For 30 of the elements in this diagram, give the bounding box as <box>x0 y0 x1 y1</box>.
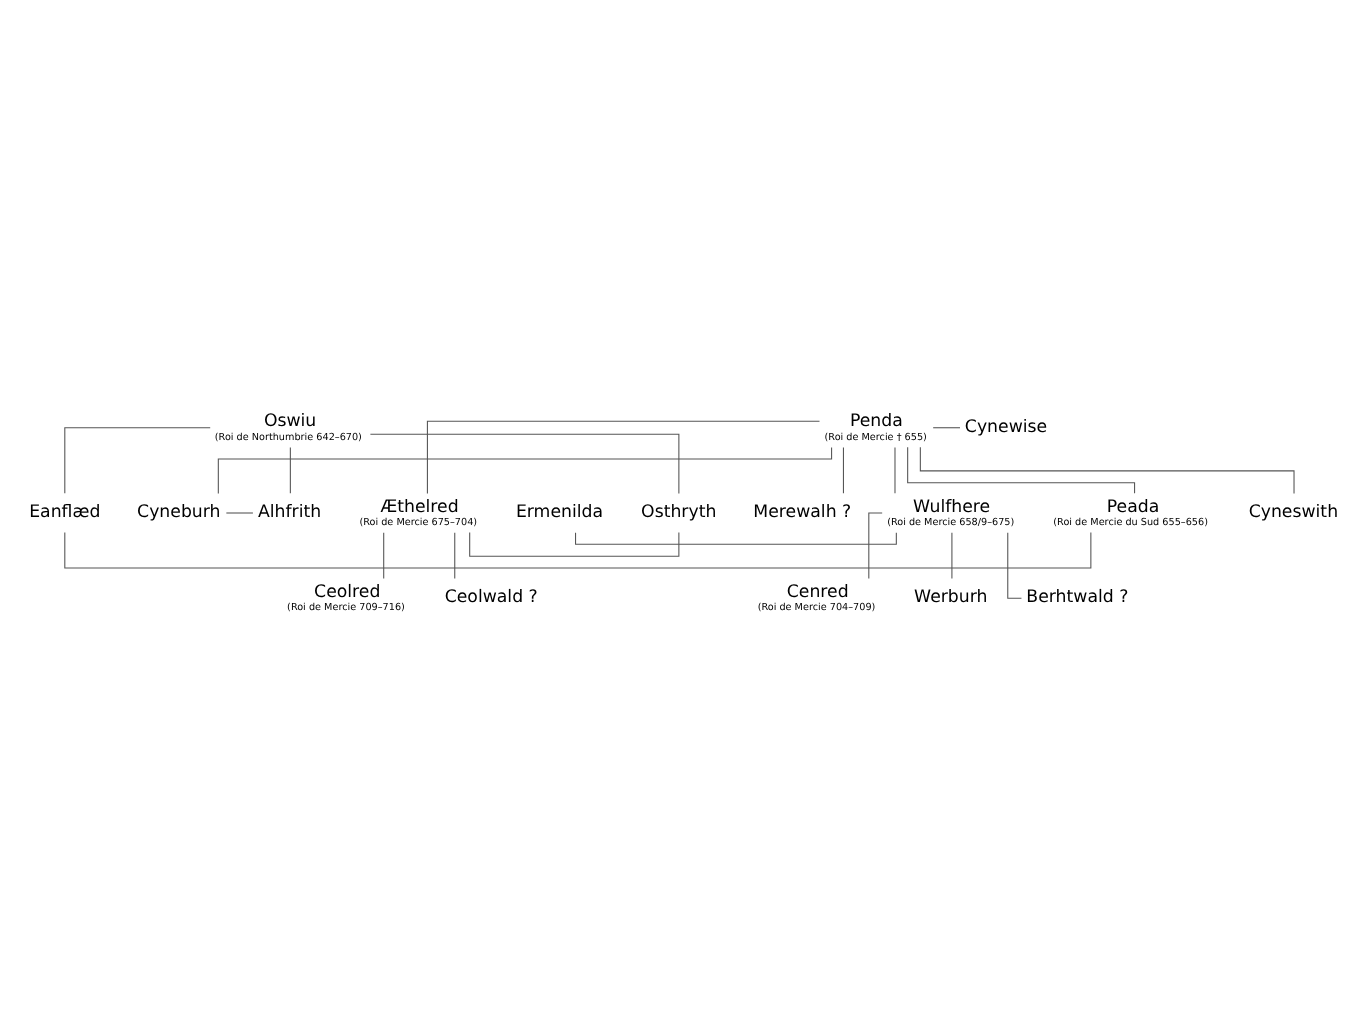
connector <box>63 531 1091 568</box>
connector <box>63 426 210 493</box>
node-text: Merewalh ? <box>752 502 851 523</box>
connector <box>906 445 1135 493</box>
node-text: Ceolwald ? <box>443 587 537 608</box>
connector <box>574 531 896 544</box>
connector <box>931 426 960 428</box>
connector <box>216 445 832 494</box>
connector <box>867 511 882 579</box>
node-text: Cyneburh <box>136 502 220 523</box>
node-text: Berhtwald ? <box>1025 587 1128 608</box>
connector <box>468 531 679 556</box>
node-text: Ermenilda <box>514 502 603 523</box>
node-text: Werburh <box>913 587 987 608</box>
connector <box>288 445 290 493</box>
connector <box>950 531 952 579</box>
connector <box>1006 531 1021 598</box>
connector <box>224 511 253 513</box>
connector <box>453 531 455 579</box>
connector <box>368 432 679 494</box>
node-text: Osthryth <box>640 502 716 523</box>
node-text: Eanflæd <box>28 502 100 523</box>
node-text: Cynewise <box>963 416 1047 437</box>
connector <box>382 531 384 579</box>
connector <box>425 419 820 494</box>
node-text: Alhfrith <box>256 502 321 523</box>
connector <box>893 445 895 493</box>
connector <box>841 445 843 493</box>
node-text: Cyneswith <box>1247 502 1338 523</box>
connector <box>918 445 1294 493</box>
